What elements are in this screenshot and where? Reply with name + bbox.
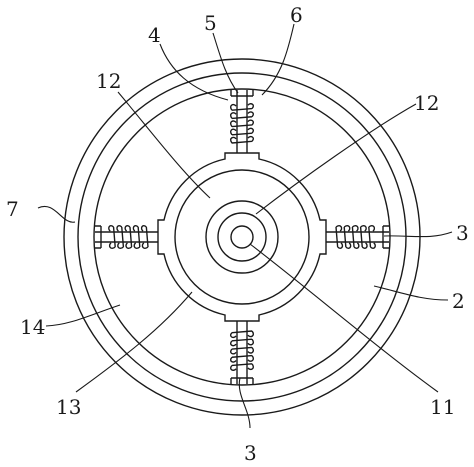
spring-coil-right-4 (359, 224, 368, 250)
spring-coil-left-5 (108, 224, 116, 250)
shaft (230, 225, 254, 249)
spring-coil-left-3 (124, 224, 133, 250)
leader-11 (249, 243, 439, 393)
spring-bracket-top (230, 90, 254, 97)
spring-coil-top-3 (229, 119, 255, 128)
spring-coil-right-5 (368, 224, 376, 250)
leader-3-bottom (238, 377, 251, 429)
leader-13 (75, 291, 193, 393)
rotor-inner-ring (174, 169, 310, 305)
spring-coil-left-4 (116, 224, 125, 250)
spring-coil-top-5 (229, 103, 255, 111)
label-4: 4 (148, 23, 161, 47)
leader-3-right (383, 231, 453, 238)
leader-12-left (117, 91, 211, 199)
label-7: 7 (6, 197, 19, 221)
spring-assembly-top (229, 90, 255, 153)
spring-coil-right-1 (335, 224, 344, 250)
spring-bracket-bottom (230, 377, 254, 384)
label-13: 13 (56, 395, 81, 419)
spring-coil-top-1 (229, 135, 255, 144)
spring-coil-right-2 (343, 224, 352, 250)
spring-coil-bottom-2 (229, 338, 255, 347)
spring-assembly-bottom (229, 321, 255, 384)
spring-bracket-right (382, 225, 389, 249)
leader-2 (373, 285, 449, 301)
leader-4 (159, 43, 229, 101)
cavity-boundary (93, 88, 391, 386)
spring-bracket-left (95, 225, 102, 249)
spring-coil-bottom-5 (229, 363, 255, 371)
label-12-left: 12 (96, 69, 121, 93)
spring-assembly-left (95, 224, 158, 250)
leader-5 (212, 32, 239, 94)
leader-lines (37, 23, 453, 429)
hub-ring (205, 200, 279, 274)
label-3-right: 3 (456, 221, 469, 245)
leader-14 (45, 304, 121, 327)
label-11: 11 (430, 395, 455, 419)
spring-coil-left-1 (140, 224, 149, 250)
spring-assemblies (95, 90, 389, 384)
part-labels: 4 5 6 7 12 12 3 2 14 13 11 3 (6, 3, 469, 465)
leader-7 (37, 205, 76, 223)
spring-assembly-right (326, 224, 389, 250)
label-14: 14 (20, 315, 45, 339)
outer-ring-inner (77, 72, 407, 402)
leader-6 (261, 23, 295, 96)
label-3-bottom: 3 (244, 441, 257, 465)
hub-inner-ring (217, 212, 267, 262)
leader-12-right (255, 103, 417, 215)
spring-coil-bottom-1 (229, 330, 255, 339)
label-6: 6 (290, 3, 303, 27)
spring-coil-right-3 (351, 224, 360, 250)
rotor-body-with-bosses (157, 152, 327, 322)
central-rotor (157, 152, 327, 322)
spring-coil-top-2 (229, 127, 255, 136)
label-12-right: 12 (414, 91, 439, 115)
spring-coil-bottom-3 (229, 346, 255, 355)
spring-coil-bottom-4 (229, 354, 255, 363)
spring-coil-top-4 (229, 111, 255, 120)
spring-coil-left-2 (132, 224, 141, 250)
label-2: 2 (452, 289, 465, 313)
label-5: 5 (204, 11, 217, 35)
